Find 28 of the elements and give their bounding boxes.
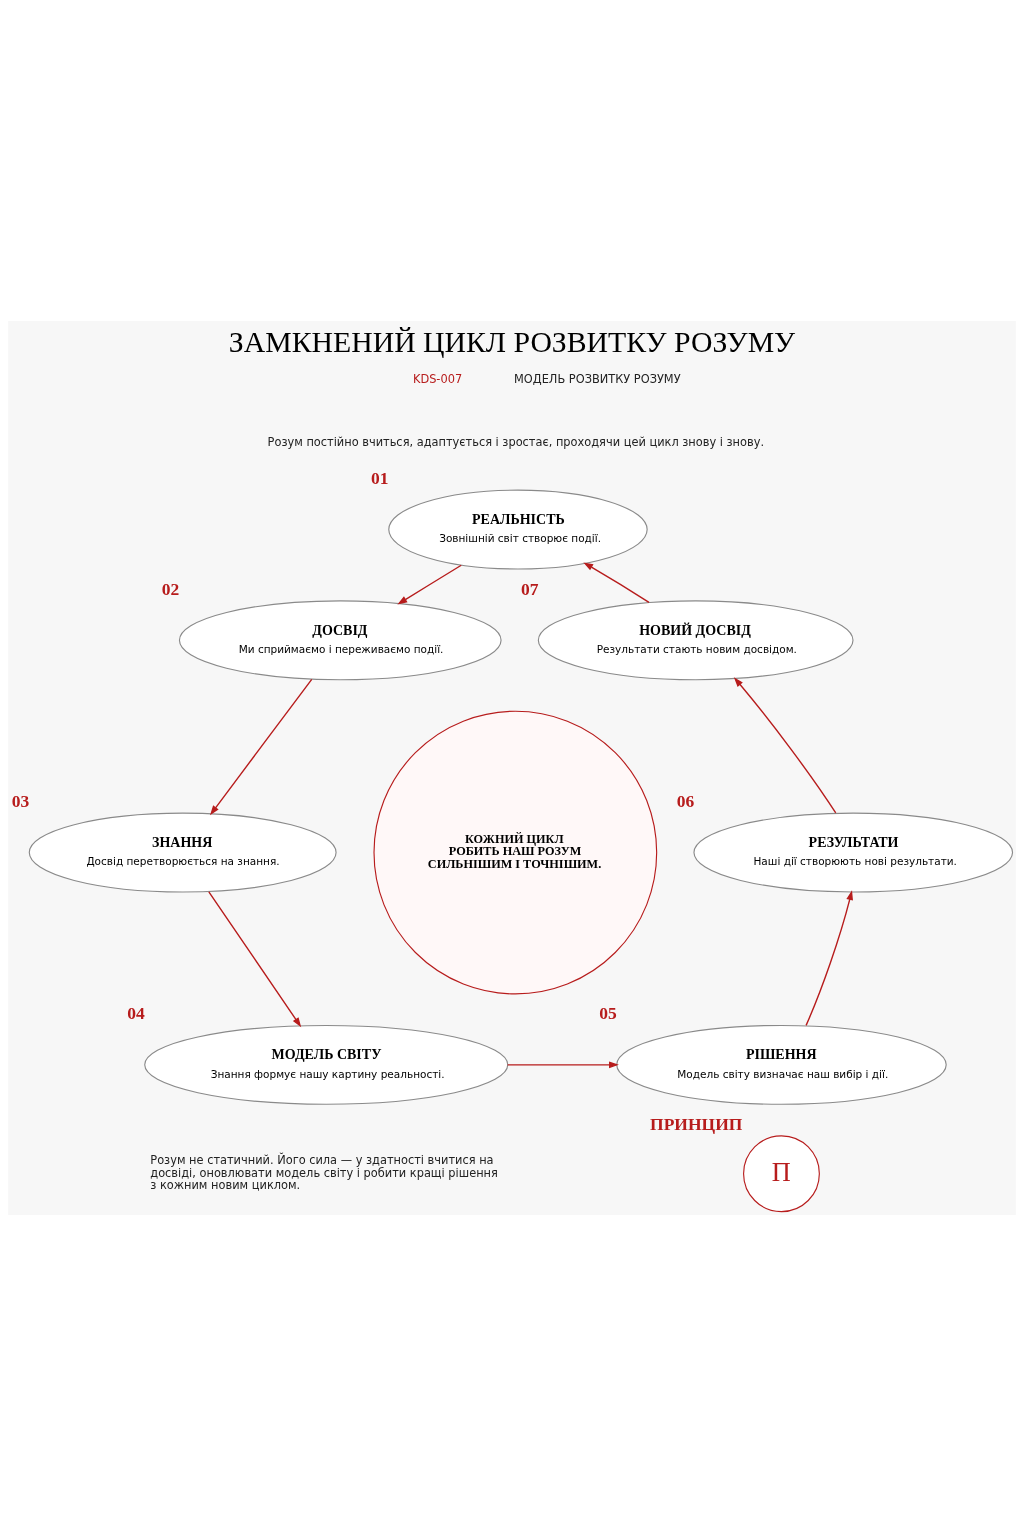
node-circle: П <box>743 1135 820 1213</box>
node-ellipse: МОДЕЛЬ СВІТУ Знання формує нашу картину реальності. <box>144 1024 509 1105</box>
node-label: 07 <box>520 578 539 599</box>
arrow <box>210 678 313 816</box>
arrow <box>583 562 650 604</box>
arrow <box>397 564 462 605</box>
node-label: 02 <box>161 578 180 599</box>
arrow <box>805 890 853 1027</box>
arrow <box>506 1061 619 1069</box>
node-label: ПРИНЦИП <box>650 1113 743 1134</box>
label: Розум постійно вчиться, адаптується і зростає, проходячи цей цикл знову і знову. <box>267 434 765 449</box>
node-ellipse: НОВИЙ ДОСВІД Результати стають новим досвідом. <box>537 600 854 681</box>
label: МОДЕЛЬ РОЗВИТКУ РОЗУМУ <box>514 371 681 386</box>
diagram-title: ЗАМКНЕНИЙ ЦИКЛ РОЗВИТКУ РОЗУМУ <box>228 324 796 358</box>
arrow <box>733 677 837 814</box>
node-ellipse: РЕЗУЛЬТАТИ Наші дії створюють нові результати. <box>693 812 1014 893</box>
label: Розум не статичний. Його сила — у здатності вчитися на досвіді, оновлювати модель світу і робити кращі рішення з кожним новим циклом. <box>150 1153 498 1192</box>
node-label: 06 <box>676 790 695 811</box>
node-ellipse: ЗНАННЯ Досвід перетворюється на знання. <box>28 812 337 893</box>
node-ellipse: ДОСВІД Ми сприймаємо і переживаємо події. <box>178 600 502 681</box>
node-label: 04 <box>127 1003 145 1024</box>
node-label: 03 <box>11 790 30 811</box>
node-circle: КОЖНИЙ ЦИКЛ РОБИТЬ НАШ РОЗУМ СИЛЬНІШИМ І ТОЧНІШИМ. <box>373 710 658 995</box>
label: KDS-007 <box>412 371 463 386</box>
node-label: 05 <box>599 1003 617 1024</box>
node-label: 01 <box>371 467 389 488</box>
arrow <box>208 891 302 1028</box>
node-ellipse: РІШЕННЯ Модель світу визначає наш вибір і дії. <box>616 1024 947 1105</box>
